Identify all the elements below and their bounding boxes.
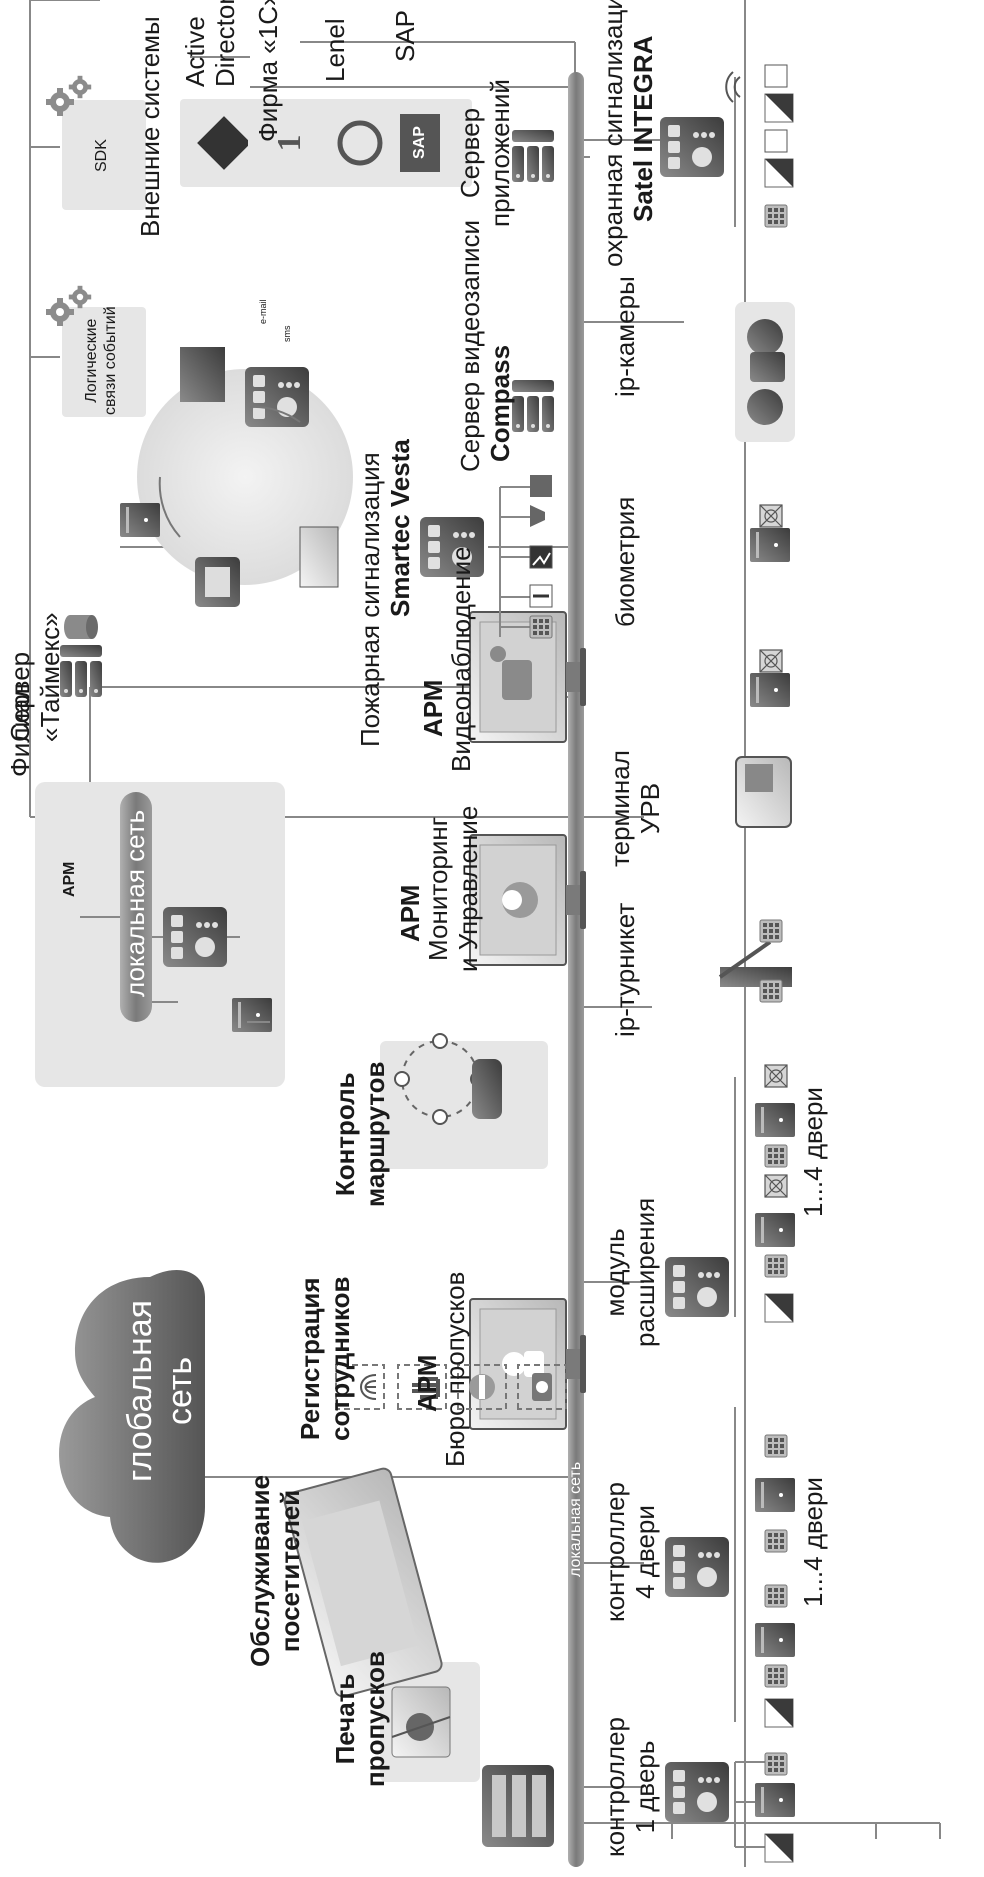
sensor-icon: [764, 64, 788, 88]
video-server-brand: Compass: [485, 344, 515, 462]
sms-tag: sms: [282, 325, 292, 343]
controller-4-label: контроллер 4 двери: [600, 1481, 660, 1622]
biometrics-label: биометрия: [610, 496, 640, 627]
video-server-label: Сервер видеозаписи: [455, 219, 485, 472]
arm-pass-bureau-label: Бюро пропусков: [440, 1271, 470, 1467]
route-control-panel: [380, 1033, 548, 1169]
camera-icon: [195, 557, 240, 607]
siren-icon: [530, 505, 545, 527]
lenel-label: Lenel: [320, 18, 350, 82]
alarm-panel-icon: [299, 526, 339, 588]
wireless-icon: [725, 71, 741, 103]
door-devices: [734, 1077, 765, 1848]
server-timex-icon: [60, 615, 102, 697]
fingerprint-icon: [335, 1364, 385, 1410]
print-passes-panel: [380, 1662, 554, 1847]
server-video-icon: [512, 380, 554, 432]
monitor-icon: [180, 347, 225, 402]
monitor-video: [469, 611, 587, 743]
security-alarm-panel: [660, 64, 794, 228]
fire-alarm-label: Пожарная сигнализация: [355, 452, 385, 747]
terminal-urv-label: терминал УРВ: [605, 750, 665, 867]
arm-monitoring-label: Мониторинг и Управление: [423, 805, 483, 972]
branch-panel: [35, 782, 285, 1087]
security-alarm-label: охранная сигнализация: [598, 0, 628, 267]
face-icon: [457, 1364, 507, 1410]
sensor-icon: [529, 545, 553, 569]
fingerprint-reader: [750, 673, 790, 707]
branch-local-net-label: локальная сеть: [120, 809, 150, 997]
controller-icon: [665, 1537, 729, 1597]
email-tag: e-mail: [258, 299, 268, 324]
sdk-label: SDK: [93, 139, 110, 172]
route-control-label: Контроль маршрутов: [330, 1061, 390, 1207]
cloud-icon: [59, 1269, 205, 1563]
fire-alarm-brand: Smartec Vesta: [385, 439, 415, 617]
controller-icon: [665, 1257, 729, 1317]
controller-icon: [665, 1762, 729, 1822]
logical-links-label: Логические связи событий: [83, 306, 119, 415]
branch-label: Филиал: [5, 683, 35, 777]
laptop-icon: [283, 1467, 443, 1698]
sensor-icon: [764, 129, 788, 153]
doors-1-4-b-label: 1...4 двери: [798, 1087, 828, 1217]
staff-registration-label: Регистрация сотрудников: [295, 1276, 355, 1441]
firm-1c-label: Фирма «1С»: [253, 0, 283, 142]
monitor-monitoring: [469, 834, 587, 966]
controller-1-label: контроллер 1 дверь: [600, 1716, 660, 1857]
expansion-module-label: модуль расширения: [600, 1197, 660, 1347]
gear-icon: [68, 75, 92, 99]
logical-links-panel: [62, 307, 146, 417]
bus-bar: [568, 72, 584, 1867]
camera-icon: [517, 1364, 567, 1410]
visitor-service-label: Обслуживание посетителей: [245, 1474, 305, 1667]
arm-video-title: АРМ: [418, 679, 448, 737]
sap-logo-text: SAP: [411, 126, 428, 159]
sensor-icon: [529, 584, 553, 608]
siren-icon: [530, 475, 552, 497]
ip-turnstile-label: ip-турникет: [610, 902, 640, 1037]
server-app-icon: [512, 130, 554, 182]
app-server-label: Сервер приложений: [455, 79, 515, 227]
print-passes-label: Печать пропусков: [330, 1651, 390, 1787]
hand-icon: [397, 1364, 447, 1410]
fire-alarm-panel: [420, 475, 553, 639]
security-alarm-brand: Satel INTEGRA: [628, 35, 658, 222]
printer-icon: [482, 1765, 554, 1847]
gear-icon: [68, 285, 92, 309]
face-reader: [750, 528, 790, 562]
staff-registration-icons: [335, 1364, 567, 1410]
bus-local-net-label: локальная сеть: [567, 1461, 584, 1577]
sap-label: SAP: [390, 9, 420, 62]
doors-1-4-a-label: 1...4 двери: [798, 1477, 828, 1607]
ip-cameras-label: ip-камеры: [610, 276, 640, 397]
ip-cameras-panel: [735, 302, 795, 442]
sdk-panel: [62, 100, 146, 210]
reader-icon: [120, 503, 160, 537]
terminal-urv-icon: [735, 756, 792, 828]
turnstile-icon: [718, 919, 792, 1003]
global-net-label: глобальная сеть: [121, 1299, 199, 1482]
active-directory-label: Active Directory: [180, 0, 240, 87]
arm-pass-bureau-title: АРМ: [412, 1354, 442, 1412]
external-logos: 1: [180, 99, 472, 187]
logical-links-circle: [120, 347, 353, 607]
external-systems-label: Внешние системы: [135, 16, 165, 237]
controller-icon: [245, 367, 309, 427]
arm-video-label: Видеонаблюдение: [446, 546, 476, 772]
arm-monitoring-title: АРМ: [395, 884, 425, 942]
svg-text:1: 1: [271, 135, 308, 152]
branch-arm-label: АРМ: [61, 861, 78, 897]
